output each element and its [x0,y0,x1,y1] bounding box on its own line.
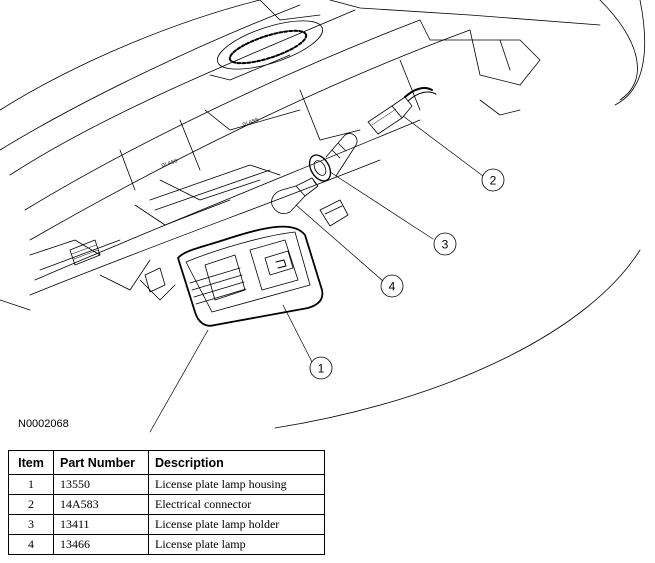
lamp-housing [177,225,324,327]
panel-stamp-marks: GLASS GLASS [161,117,260,169]
description-cell: License plate lamp housing [148,474,325,495]
header-description: Description [148,450,325,475]
parts-table: Item Part Number Description 1 13550 Lic… [8,450,325,555]
table-row: 2 14A583 Electrical connector [8,494,325,515]
mounting-clip [144,199,349,293]
table-row: 3 13411 License plate lamp holder [8,514,325,535]
callout-1: 1 [309,356,333,380]
body-panel-lines [0,0,646,429]
table-row: 4 13466 License plate lamp [8,534,325,555]
callout-label: 4 [389,280,396,294]
part-number-cell: 13466 [53,534,149,555]
callout-3: 3 [433,232,457,256]
item-cell: 3 [8,514,54,535]
lamp-bulb [271,177,319,214]
left-connector-detail [69,239,101,266]
exploded-view-diagram: GLASS GLASS [0,0,646,433]
callout-2: 2 [481,168,505,192]
item-cell: 2 [8,494,54,515]
description-cell: License plate lamp holder [148,514,325,535]
callout-label: 2 [490,174,497,188]
stamp-label: GLASS [161,158,179,169]
part-number-cell: 13411 [53,514,149,535]
table-row: 1 13550 License plate lamp housing [8,474,325,495]
lamp-holder [308,133,358,182]
item-cell: 1 [8,474,54,495]
part-number-cell: 14A583 [53,494,149,515]
electrical-connector [367,87,437,135]
description-cell: Electrical connector [148,494,325,515]
item-cell: 4 [8,534,54,555]
upper-lamp-detail [209,20,324,81]
callout-label: 1 [318,362,325,376]
header-part-number: Part Number [53,450,149,475]
drawing-id: N0002068 [18,418,69,430]
part-number-cell: 13550 [53,474,149,495]
header-item: Item [8,450,54,475]
description-cell: License plate lamp [148,534,325,555]
stamp-label: GLASS [242,117,260,128]
table-header-row: Item Part Number Description [8,450,325,475]
callout-label: 3 [442,238,449,252]
callout-4: 4 [380,274,404,298]
leader-lines [149,115,484,433]
